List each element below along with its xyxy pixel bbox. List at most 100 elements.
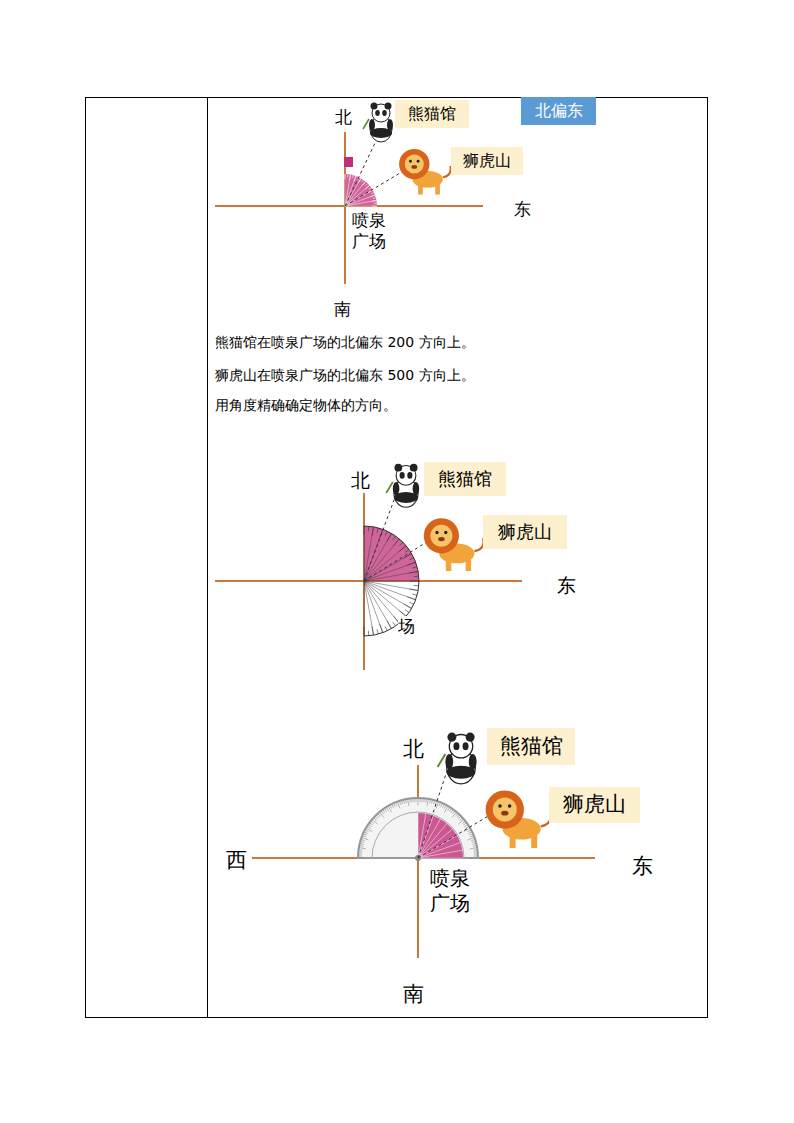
protractor-tick [364, 627, 365, 636]
protractor-tick [383, 809, 385, 812]
protractor-spoke [345, 206, 377, 207]
protractor-tick [397, 802, 399, 809]
protractor-tick [358, 855, 362, 856]
angle-wedge [364, 526, 419, 581]
protractor-tick [384, 808, 386, 811]
protractor-tick [473, 849, 477, 851]
protractor-tick [470, 836, 474, 837]
protractor-tick [349, 174, 351, 179]
protractor-tick [370, 195, 375, 197]
protractor-tick [467, 830, 471, 832]
protractor-tick [369, 823, 372, 825]
protractor-tick [405, 799, 407, 803]
drawing-part [418, 768, 448, 858]
protractor-tick [468, 832, 472, 834]
drawing-part [364, 540, 430, 581]
protractor-tick [362, 181, 365, 185]
protractor-tick [362, 837, 369, 839]
drawing-part [86, 98, 708, 1018]
protractor-tick [414, 585, 419, 586]
protractor-tick [421, 798, 422, 802]
protractor-tick [405, 549, 409, 552]
protractor-spoke [345, 174, 346, 206]
protractor-tick [468, 837, 475, 839]
protractor-tick [411, 798, 412, 802]
protractor-tick [419, 798, 420, 802]
protractor-tick [385, 626, 387, 631]
protractor-tick [418, 798, 419, 805]
protractor-tick [472, 843, 476, 845]
note-text: 熊猫馆在喷泉广场的北偏东 200 方向上。 [215, 334, 475, 352]
drawing-part [344, 132, 346, 284]
protractor-tick [471, 858, 478, 859]
place-label: 喷泉 广场 [352, 210, 387, 253]
protractor-tick [474, 851, 478, 852]
protractor-tick [409, 558, 414, 560]
drawing-part [438, 733, 477, 784]
protractor-tick [396, 802, 397, 806]
protractor-spoke [364, 581, 374, 635]
protractor-tick [392, 804, 394, 808]
protractor-tick [361, 839, 365, 840]
protractor-tick [452, 812, 457, 818]
protractor-tick [365, 185, 369, 188]
protractor-tick [448, 807, 450, 810]
protractor-spoke [345, 195, 375, 206]
place-label-box: 熊猫馆 [395, 100, 469, 128]
protractor-tick [409, 799, 411, 803]
protractor-tick [352, 175, 354, 178]
protractor-tick [364, 526, 365, 535]
protractor-tick [362, 180, 364, 182]
protractor-tick [452, 811, 454, 814]
protractor-tick [358, 178, 361, 183]
direction-letter: 北 [335, 107, 352, 128]
protractor-tick [474, 853, 478, 854]
protractor-tick [399, 546, 406, 552]
drawing-part [363, 103, 393, 143]
protractor-tick [368, 526, 369, 531]
protractor-tick [393, 622, 396, 626]
protractor-tick [409, 602, 414, 604]
protractor-tick [394, 539, 400, 546]
drawing-part [418, 815, 490, 858]
drawing-part [345, 170, 405, 206]
protractor-spoke [345, 185, 370, 206]
protractor-tick [377, 629, 378, 634]
drawing-part [386, 464, 419, 507]
place-label-box: 狮虎山 [451, 147, 523, 175]
protractor-tick [358, 851, 362, 852]
protractor-tick [371, 200, 376, 202]
protractor-tick [379, 812, 384, 818]
protractor-tick [458, 816, 461, 819]
protractor-tick [393, 536, 396, 540]
protractor-spoke [345, 178, 361, 206]
protractor-spoke [364, 581, 419, 582]
protractor-tick [414, 576, 419, 577]
protractor-tick [368, 824, 371, 826]
protractor-tick [415, 798, 416, 802]
protractor-tick [366, 828, 372, 832]
protractor-tick [387, 621, 392, 629]
protractor-tick [394, 803, 396, 807]
protractor-tick [373, 197, 376, 199]
protractor-tick [474, 855, 478, 856]
place-name: 狮虎山 [463, 151, 511, 170]
place-label-box: 熊猫馆 [424, 462, 506, 496]
protractor-tick [399, 542, 403, 546]
protractor-spoke [364, 581, 412, 609]
drawing-part [486, 790, 551, 848]
drawing-part [417, 765, 419, 958]
drawing-part [207, 98, 208, 1018]
protractor-spoke [418, 858, 463, 859]
protractor-tick [387, 533, 392, 541]
protractor-tick [443, 804, 445, 808]
protractor-spoke [418, 829, 452, 858]
place-name: 狮虎山 [498, 521, 552, 543]
protractor-tick [372, 626, 374, 635]
protractor-body [358, 798, 478, 858]
protractor-tick [369, 188, 371, 190]
protractor-tick [449, 808, 451, 811]
protractor-tick [441, 803, 443, 807]
protractor-tick [451, 809, 453, 812]
protractor-tick [460, 818, 463, 821]
